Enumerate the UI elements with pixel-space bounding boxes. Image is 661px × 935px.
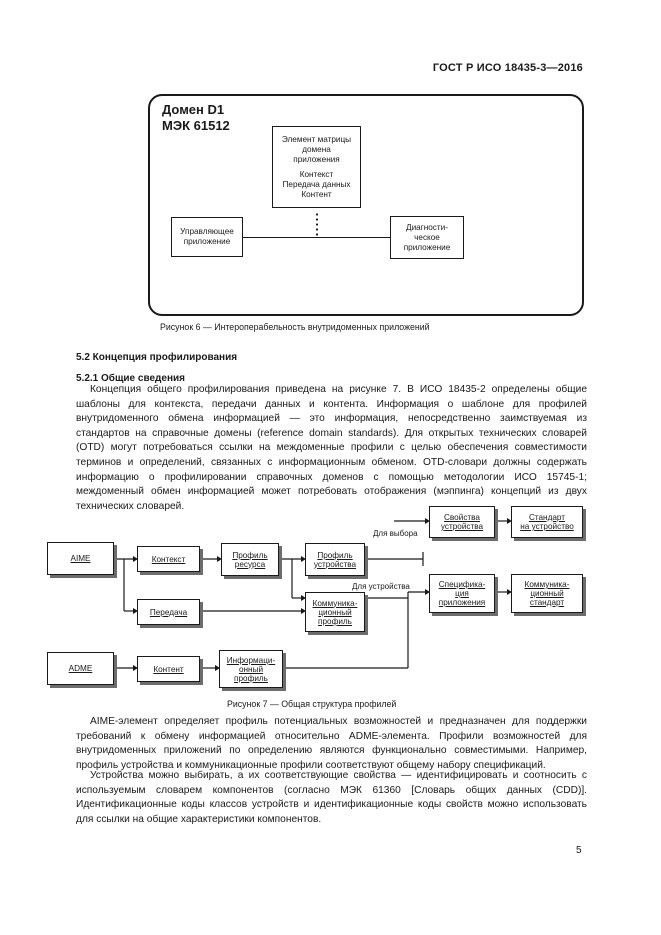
paragraph-1: Концепция общего профилирования приведен… — [76, 384, 587, 512]
figure7-caption: Рисунок 7 — Общая структура профилей — [227, 699, 397, 709]
box-text: приложения — [293, 154, 340, 164]
box-text: устройства — [440, 522, 484, 531]
subsection-heading: 5.2.1 Общие сведения — [76, 373, 185, 384]
box-text: Свойства — [444, 513, 480, 522]
box-text: домена — [302, 144, 331, 154]
box-text: ция — [455, 589, 469, 598]
box-text: Информаци- — [226, 655, 276, 665]
section-heading: 5.2 Концепция профилирования — [76, 352, 238, 363]
adme-box: ADME — [47, 652, 114, 685]
dotted-connector — [316, 212, 318, 238]
box-text: Коммуника- — [524, 580, 570, 589]
box-text: ционный — [530, 589, 564, 598]
figure6-caption: Рисунок 6 — Интероперабельность внутридо… — [160, 322, 430, 332]
box-text: Контекст — [299, 169, 334, 179]
domain-frame — [148, 94, 584, 316]
box-text: Элемент матрицы — [281, 134, 352, 144]
box-text: профиль — [234, 673, 268, 683]
box-text: Профиль — [232, 550, 268, 560]
device-profile-box: Профиль устройства — [305, 543, 365, 576]
aime-box: AIME — [47, 542, 114, 575]
paragraph-2: AIME-элемент определяет профиль потенциа… — [76, 716, 587, 771]
box-text: Профиль — [317, 550, 353, 560]
domain-title: Домен D1 МЭК 61512 — [162, 102, 230, 134]
connector-line — [243, 237, 390, 238]
box-text: приложение — [403, 242, 451, 252]
page-number: 5 — [576, 845, 582, 856]
context-box: Контекст — [137, 546, 200, 572]
transfer-box: Передача — [137, 599, 200, 625]
context-label: Контекст — [151, 554, 186, 564]
domain-title-line1: Домен D1 — [162, 102, 225, 117]
info-profile-box: Информаци- онный профиль — [219, 650, 283, 688]
control-application-box: Управляющее приложение — [171, 217, 243, 257]
box-text: на устройство — [520, 522, 574, 531]
box-text: Коммуника- — [312, 598, 358, 608]
diagnostic-application-box: Диагности- ческое приложение — [390, 216, 464, 259]
box-text: стандарт — [529, 598, 565, 607]
box-text: ческое — [414, 232, 440, 242]
paragraph-3: Устройства можно выбирать, а их соответс… — [76, 770, 587, 825]
box-text: Специфика- — [438, 580, 486, 589]
box-text: Контент — [301, 189, 332, 199]
box-text: Передача данных — [282, 179, 351, 189]
app-spec-box: Специфика- ция приложения — [429, 574, 495, 613]
box-text: приложение — [183, 237, 231, 246]
box-text: онный — [238, 664, 264, 674]
comm-profile-box: Коммуника- ционный профиль — [305, 592, 365, 632]
box-text: Управляющее — [180, 227, 234, 236]
device-properties-box: Свойства устройства — [429, 506, 495, 538]
label-for-selection: Для выбора — [373, 529, 418, 538]
adme-label: ADME — [68, 664, 93, 673]
box-text: приложения — [438, 598, 486, 607]
aime-label: AIME — [70, 554, 91, 563]
comm-standard-box: Коммуника- ционный стандарт — [511, 574, 583, 613]
resource-profile-box: Профиль ресурса — [221, 543, 279, 576]
domain-matrix-element-box: Элемент матрицы домена приложения Контек… — [272, 126, 361, 208]
content-label: Контент — [153, 664, 184, 674]
document-header: ГОСТ Р ИСО 18435-3—2016 — [432, 62, 583, 74]
label-for-device: Для устройства — [352, 582, 410, 591]
box-text: ционный — [318, 607, 352, 617]
box-text: Стандарт — [528, 513, 566, 522]
box-text: устройства — [313, 559, 357, 569]
transfer-label: Передача — [149, 607, 188, 617]
box-text: ресурса — [234, 559, 266, 569]
box-text: Диагности- — [406, 222, 448, 232]
domain-title-line2: МЭК 61512 — [162, 118, 230, 133]
device-standard-box: Стандарт на устройство — [511, 506, 583, 538]
content-box: Контент — [137, 656, 200, 682]
box-text: профиль — [318, 616, 352, 626]
